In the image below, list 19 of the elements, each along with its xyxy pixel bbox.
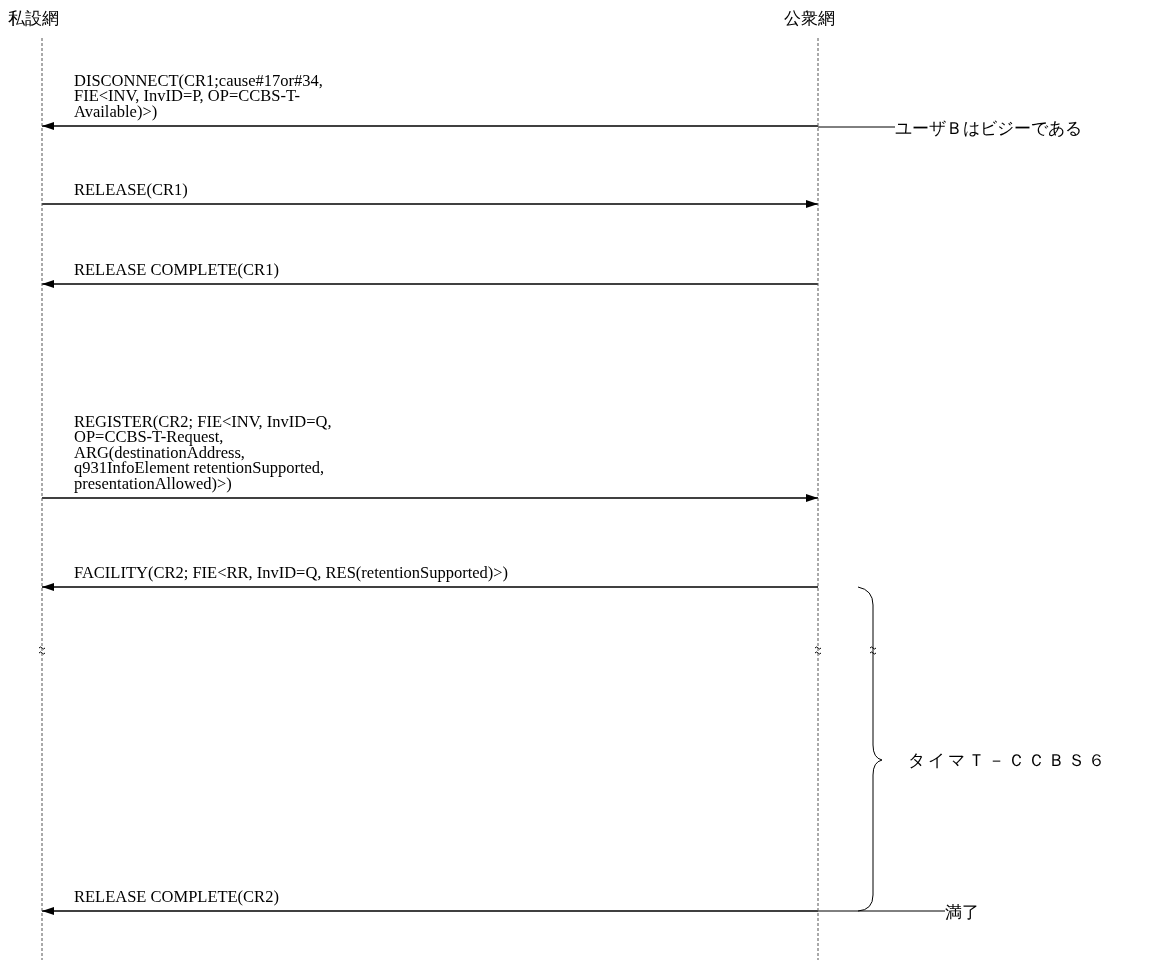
message-arrow — [41, 907, 819, 915]
lifeline-header: 私設網 — [8, 8, 59, 28]
message-label: REGISTER(CR2; FIE<INV, InvID=Q, OP=CCBS-T-Request, ARG(destinationAddress, q931InfoElement retentionSupported, presentationAllowed)>) — [74, 413, 333, 491]
annotation-text: ユーザＢはビジーである — [895, 118, 1082, 138]
message-arrow — [41, 200, 819, 208]
leader-line — [817, 910, 946, 912]
message-arrow — [41, 583, 819, 591]
message-label: FACILITY(CR2; FIE<RR, InvID=Q, RES(retentionSupported)>) — [74, 564, 510, 580]
lifeline-header: 公衆網 — [784, 8, 835, 28]
message-label: RELEASE COMPLETE(CR1) — [74, 261, 280, 277]
timer-label: タイマＴ－ＣＣＢＳ６ — [908, 750, 1108, 770]
leader-line — [817, 126, 896, 128]
message-arrow — [41, 280, 819, 288]
annotation-text: 満了 — [945, 902, 979, 922]
message-label: RELEASE COMPLETE(CR2) — [74, 888, 280, 904]
message-label: DISCONNECT(CR1;cause#17or#34, FIE<INV, InvID=P, OP=CCBS-T-Available)>) — [74, 72, 324, 119]
message-label: RELEASE(CR1) — [74, 181, 189, 197]
message-arrow — [41, 494, 819, 502]
message-arrow — [41, 122, 819, 130]
